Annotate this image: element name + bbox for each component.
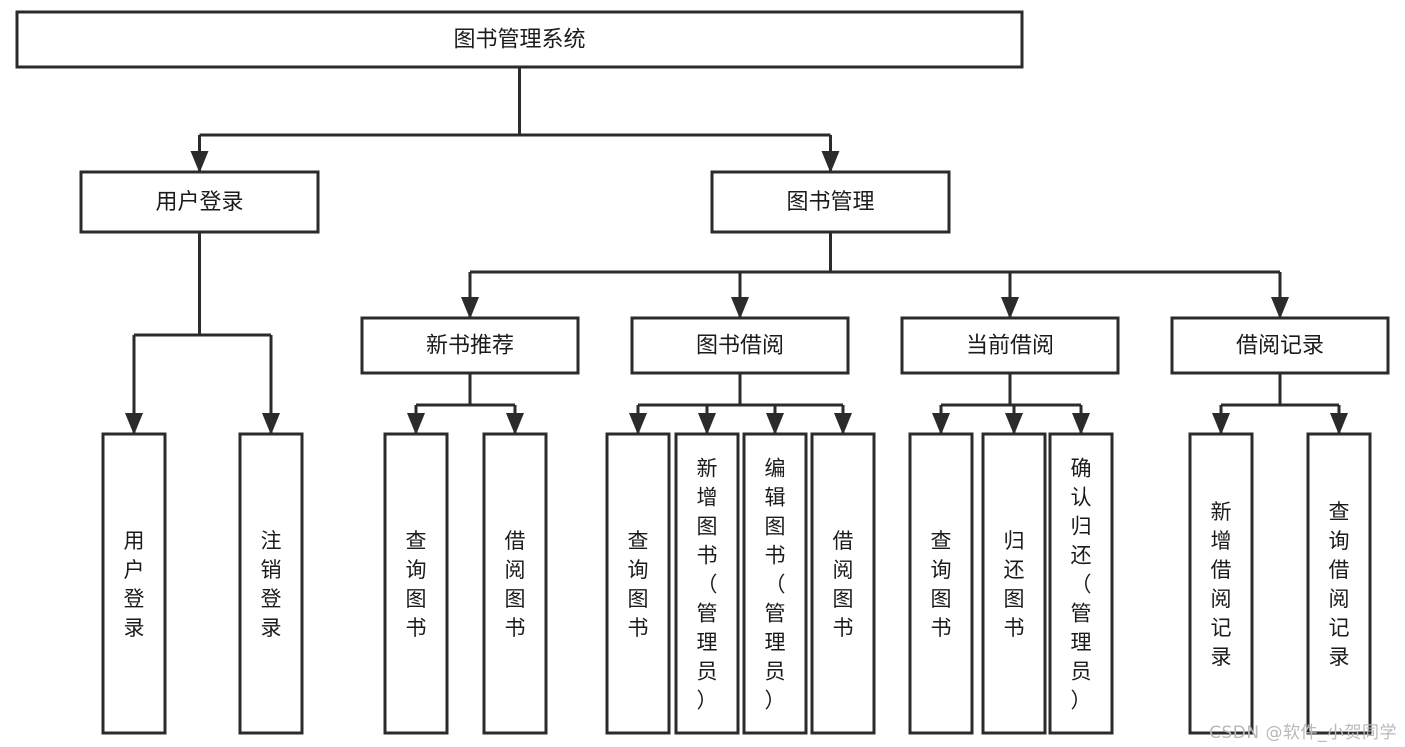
- node-box[interactable]: [710, 170, 951, 234]
- arrow-head-icon: [262, 413, 280, 435]
- node-box[interactable]: [238, 432, 304, 735]
- node-label: 图书管理: [786, 190, 874, 215]
- node-label: 新增图书（管理员）: [697, 457, 718, 713]
- node-box[interactable]: [482, 432, 548, 735]
- node-label: 归还图书: [1004, 529, 1025, 640]
- node-label: 新增借阅记录: [1211, 500, 1232, 669]
- node-label: 新书推荐: [426, 334, 514, 359]
- arrow-head-icon: [407, 413, 425, 435]
- arrow-head-icon: [932, 413, 950, 435]
- node-leaf-logout[interactable]: 注销登录: [238, 432, 304, 735]
- node-user-login[interactable]: 用户登录: [79, 170, 320, 234]
- node-leaf-query-book-rec[interactable]: 查询图书: [383, 432, 449, 735]
- arrow-head-icon: [834, 413, 852, 435]
- arrow-head-icon: [461, 297, 479, 319]
- node-box[interactable]: [1170, 316, 1390, 375]
- arrow-head-icon: [766, 413, 784, 435]
- node-current-borrow[interactable]: 当前借阅: [900, 316, 1120, 375]
- node-label: 查询图书: [931, 529, 952, 640]
- node-layer: 图书管理系统用户登录图书管理新书推荐图书借阅当前借阅借阅记录用户登录注销登录查询…: [15, 10, 1390, 735]
- node-label: 图书管理系统: [453, 28, 585, 53]
- node-leaf-query-record[interactable]: 查询借阅记录: [1306, 432, 1372, 735]
- node-label: 查询图书: [406, 529, 427, 640]
- node-root[interactable]: 图书管理系统: [15, 10, 1024, 69]
- node-leaf-user-login[interactable]: 用户登录: [101, 432, 167, 735]
- node-box[interactable]: [908, 432, 974, 735]
- node-box[interactable]: [360, 316, 580, 375]
- node-box[interactable]: [383, 432, 449, 735]
- arrow-head-icon: [125, 413, 143, 435]
- csdn-watermark: CSDN @软件_小贺同学: [1209, 723, 1397, 743]
- arrow-head-icon: [506, 413, 524, 435]
- arrow-head-icon: [629, 413, 647, 435]
- node-label: 图书借阅: [696, 334, 784, 359]
- node-label: 用户登录: [155, 190, 243, 215]
- node-box[interactable]: [742, 432, 808, 735]
- node-leaf-borrow-book[interactable]: 借阅图书: [810, 432, 876, 735]
- node-label: 编辑图书（管理员）: [765, 457, 786, 713]
- node-label: 查询借阅记录: [1329, 500, 1350, 669]
- arrow-head-icon: [190, 151, 209, 173]
- arrow-head-icon: [1330, 413, 1348, 435]
- node-box[interactable]: [1188, 432, 1254, 735]
- node-label: 查询图书: [628, 529, 649, 640]
- node-new-book-recommend[interactable]: 新书推荐: [360, 316, 580, 375]
- arrow-head-icon: [821, 151, 840, 173]
- node-box[interactable]: [630, 316, 850, 375]
- arrow-head-icon: [1271, 297, 1289, 319]
- node-box[interactable]: [79, 170, 320, 234]
- node-label: 确认归还（管理员）: [1071, 457, 1092, 713]
- node-box[interactable]: [900, 316, 1120, 375]
- node-book-borrow[interactable]: 图书借阅: [630, 316, 850, 375]
- node-label: 借阅记录: [1236, 334, 1324, 359]
- node-box[interactable]: [981, 432, 1047, 735]
- node-label: 当前借阅: [966, 334, 1054, 359]
- node-leaf-query-book-cur[interactable]: 查询图书: [908, 432, 974, 735]
- arrow-head-icon: [731, 297, 749, 319]
- node-label: 注销登录: [261, 529, 282, 640]
- node-leaf-edit-book[interactable]: 编辑图书（管理员）: [742, 432, 808, 735]
- node-leaf-query-book-borrow[interactable]: 查询图书: [605, 432, 671, 735]
- node-book-manage[interactable]: 图书管理: [710, 170, 951, 234]
- node-box[interactable]: [1048, 432, 1114, 735]
- node-label: 借阅图书: [505, 529, 526, 640]
- connector-layer: [125, 67, 1348, 435]
- arrow-head-icon: [1212, 413, 1230, 435]
- node-label: 借阅图书: [833, 529, 854, 640]
- node-leaf-add-book[interactable]: 新增图书（管理员）: [674, 432, 740, 735]
- arrow-head-icon: [1072, 413, 1090, 435]
- node-leaf-return-book[interactable]: 归还图书: [981, 432, 1047, 735]
- node-leaf-borrow-book-rec[interactable]: 借阅图书: [482, 432, 548, 735]
- arrow-head-icon: [1001, 297, 1019, 319]
- arrow-head-icon: [1005, 413, 1023, 435]
- node-leaf-add-record[interactable]: 新增借阅记录: [1188, 432, 1254, 735]
- arrow-head-icon: [698, 413, 716, 435]
- node-box[interactable]: [674, 432, 740, 735]
- node-box[interactable]: [15, 10, 1024, 69]
- node-box[interactable]: [605, 432, 671, 735]
- node-leaf-confirm-return[interactable]: 确认归还（管理员）: [1048, 432, 1114, 735]
- node-box[interactable]: [810, 432, 876, 735]
- node-borrow-record[interactable]: 借阅记录: [1170, 316, 1390, 375]
- node-label: 用户登录: [124, 529, 145, 640]
- node-box[interactable]: [101, 432, 167, 735]
- node-box[interactable]: [1306, 432, 1372, 735]
